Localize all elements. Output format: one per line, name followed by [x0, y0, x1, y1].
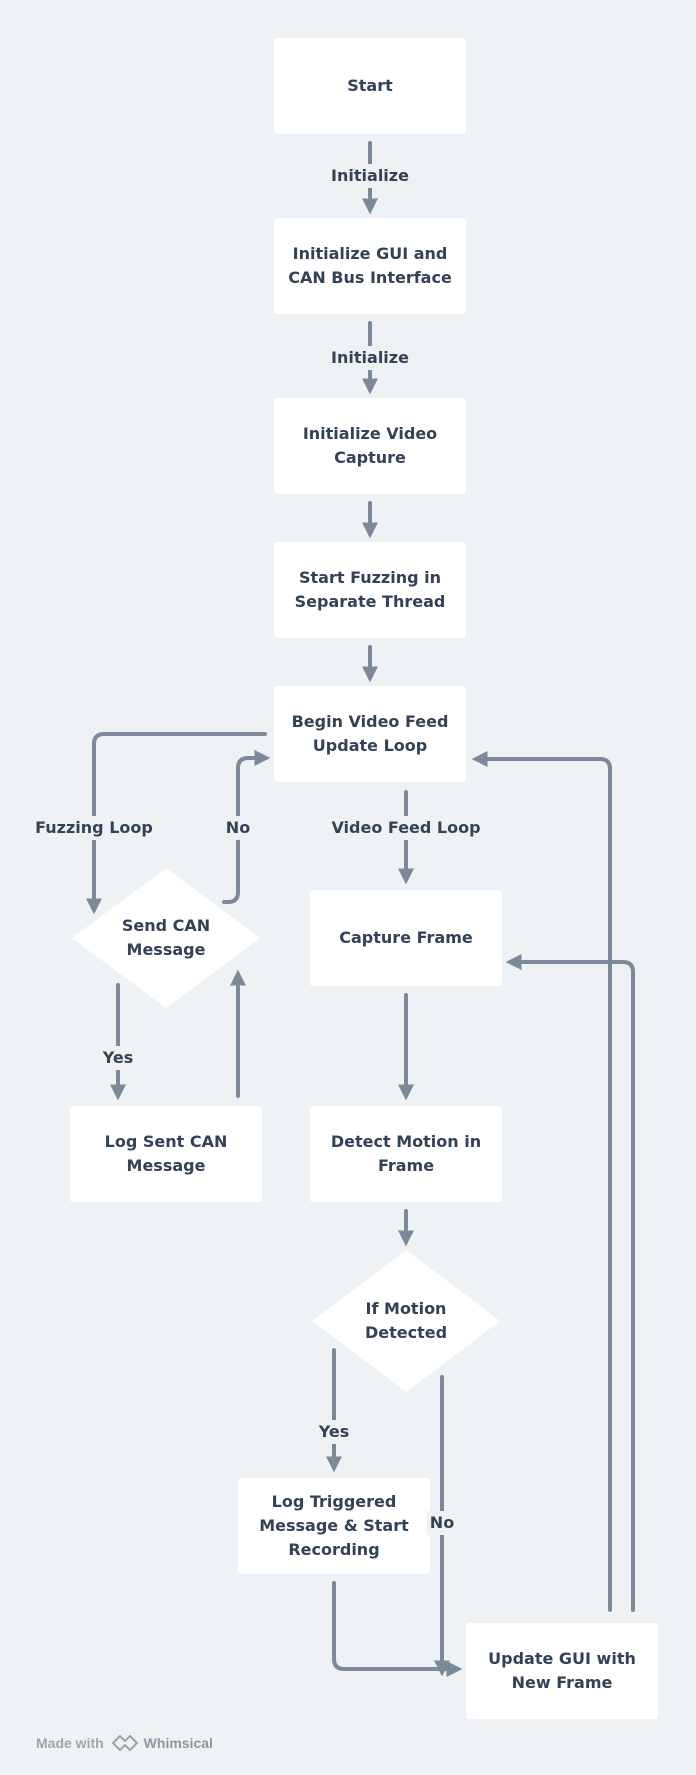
edge-label-initialize-1: Initialize — [328, 164, 412, 188]
edge-label-no-motion: No — [426, 1511, 458, 1535]
edge-label-initialize-2: Initialize — [328, 346, 412, 370]
decision-diamond-send-can — [72, 868, 260, 1008]
footer-made-with: Made with — [36, 1735, 104, 1751]
node-update-gui[interactable]: Update GUI with New Frame — [466, 1623, 658, 1719]
edge-begin-loop-to-send-can — [86, 732, 267, 915]
node-capture-frame[interactable]: Capture Frame — [310, 890, 502, 986]
node-begin-loop[interactable]: Begin Video Feed Update Loop — [274, 686, 466, 782]
whimsical-logo-icon — [111, 1735, 138, 1751]
edge-update-gui-to-capture-frame — [505, 954, 635, 1612]
node-init-video[interactable]: Initialize Video Capture — [274, 398, 466, 494]
node-send-can[interactable]: Send CAN Message — [121, 916, 211, 959]
footer-watermark: Made with Whimsical — [36, 1735, 213, 1751]
node-log-sent[interactable]: Log Sent CAN Message — [70, 1106, 262, 1202]
edge-log-triggered-to-update-gui — [332, 1581, 463, 1677]
node-if-motion[interactable]: If Motion Detected — [364, 1299, 448, 1342]
edge-label-yes-motion: Yes — [315, 1420, 353, 1444]
footer-brand: Whimsical — [143, 1735, 213, 1751]
node-start[interactable]: Start — [274, 38, 466, 134]
edge-label-no-send: No — [222, 816, 254, 840]
edge-label-yes-send: Yes — [99, 1046, 137, 1070]
node-log-triggered[interactable]: Log Triggered Message & Start Recording — [238, 1478, 430, 1574]
edge-update-gui-to-begin-loop — [471, 751, 612, 1612]
node-start-fuzzing[interactable]: Start Fuzzing in Separate Thread — [274, 542, 466, 638]
decision-diamond-if-motion — [312, 1250, 500, 1392]
edge-label-video-feed-loop: Video Feed Loop — [328, 816, 484, 840]
node-detect-motion[interactable]: Detect Motion in Frame — [310, 1106, 502, 1202]
node-init-gui[interactable]: Initialize GUI and CAN Bus Interface — [274, 218, 466, 314]
edge-label-fuzzing-loop: Fuzzing Loop — [32, 816, 156, 840]
